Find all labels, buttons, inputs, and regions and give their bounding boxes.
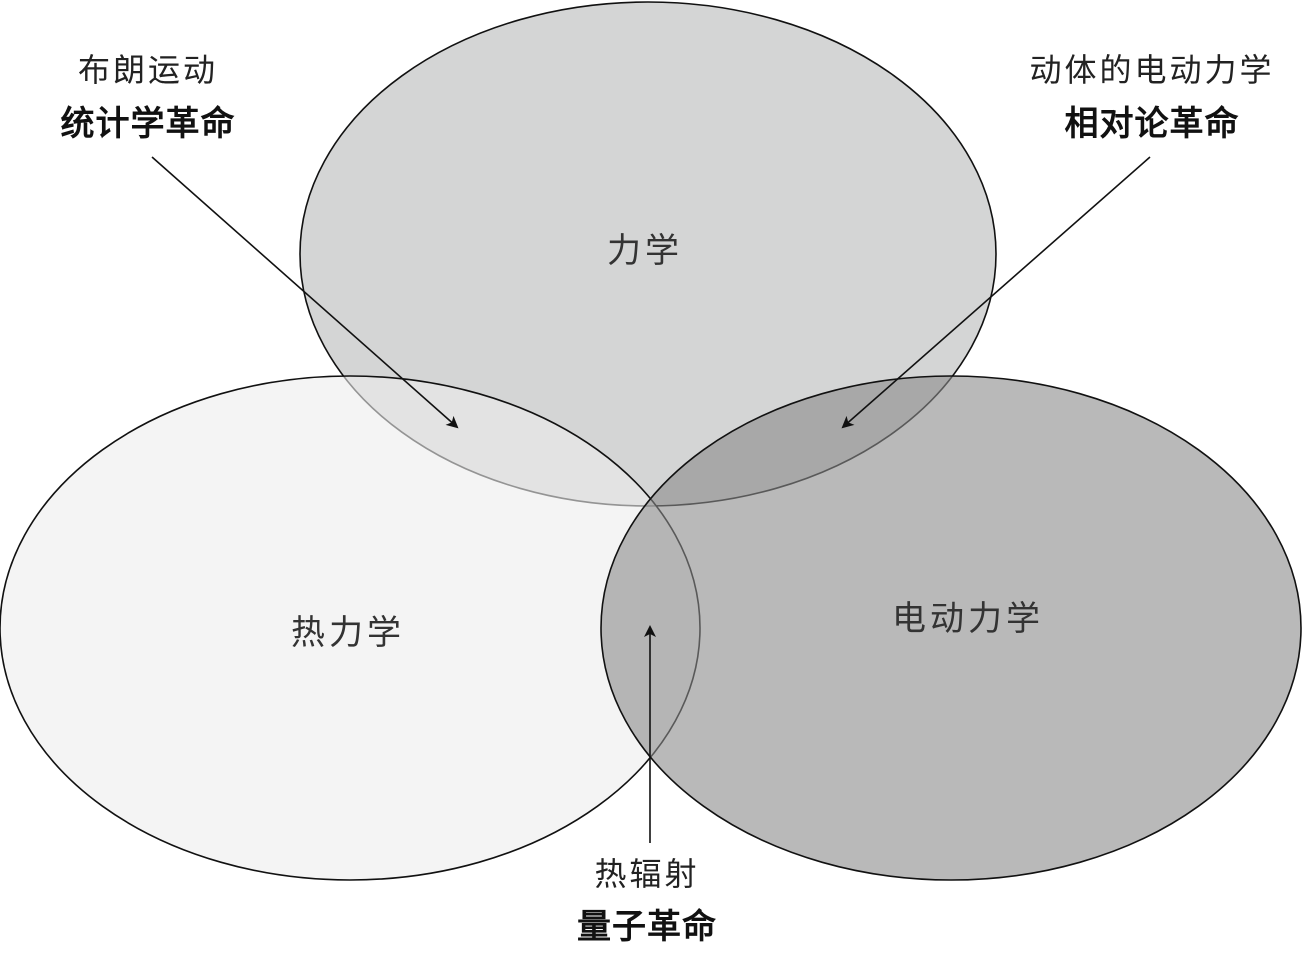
relativity-revolution-label: 相对论革命 <box>1065 104 1240 144</box>
mechanics-label: 力学 <box>607 231 683 271</box>
thermodynamics-label: 热力学 <box>291 613 405 653</box>
statistical-arrow <box>151 156 459 429</box>
statistical-revolution-label: 统计学革命 <box>61 104 236 144</box>
electrodynamics-of-moving-bodies-label: 动体的电动力学 <box>1029 51 1274 89</box>
brownian-motion-label: 布朗运动 <box>78 51 218 89</box>
relativity-arrow <box>841 156 1151 429</box>
thermal-radiation-label: 热辐射 <box>594 855 699 893</box>
electrodynamics-label: 电动力学 <box>892 599 1044 639</box>
electrodynamics-circle <box>600 375 1302 881</box>
quantum-revolution-label: 量子革命 <box>577 907 717 947</box>
